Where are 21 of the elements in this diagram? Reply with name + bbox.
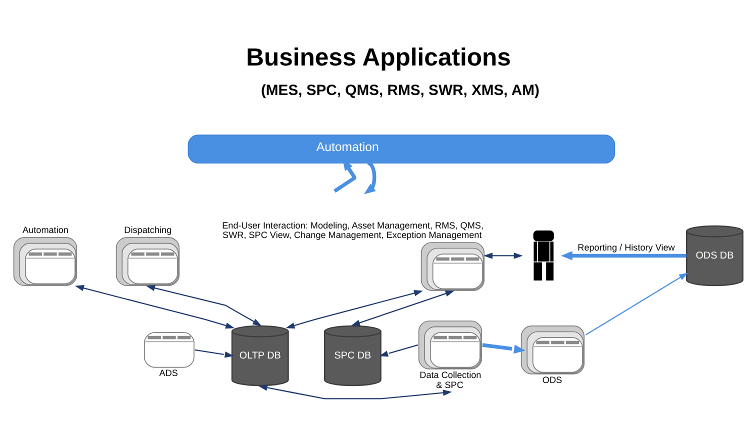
- node-label: Automation: [22, 224, 68, 235]
- arrow: [482, 342, 526, 354]
- node-label: Dispatching: [124, 224, 172, 235]
- node-label: ODS: [542, 374, 562, 384]
- arrow: [586, 272, 688, 335]
- edge-label: Reporting / History View: [578, 242, 675, 252]
- arrow: [560, 250, 686, 260]
- arrow: [364, 160, 376, 194]
- arrow: [351, 290, 454, 326]
- arrow: [379, 344, 418, 356]
- arrow: [194, 348, 234, 358]
- arrow: [146, 284, 262, 326]
- arrow: [258, 384, 452, 399]
- node-label: End-User Interaction: Modeling, Asset Management, RMS, QMS, SWR, SPC View, Change Management, Exception Management: [222, 220, 484, 240]
- label: (MES, SPC, QMS, RMS, SWR, XMS, AM): [260, 82, 540, 98]
- arrow: [74, 284, 235, 328]
- node-label: ADS: [159, 368, 178, 378]
- arrow: [484, 252, 523, 258]
- diagram-title: Business Applications: [246, 44, 511, 72]
- arrow: [286, 290, 423, 328]
- node-label: Data Collection & SPC: [420, 369, 482, 390]
